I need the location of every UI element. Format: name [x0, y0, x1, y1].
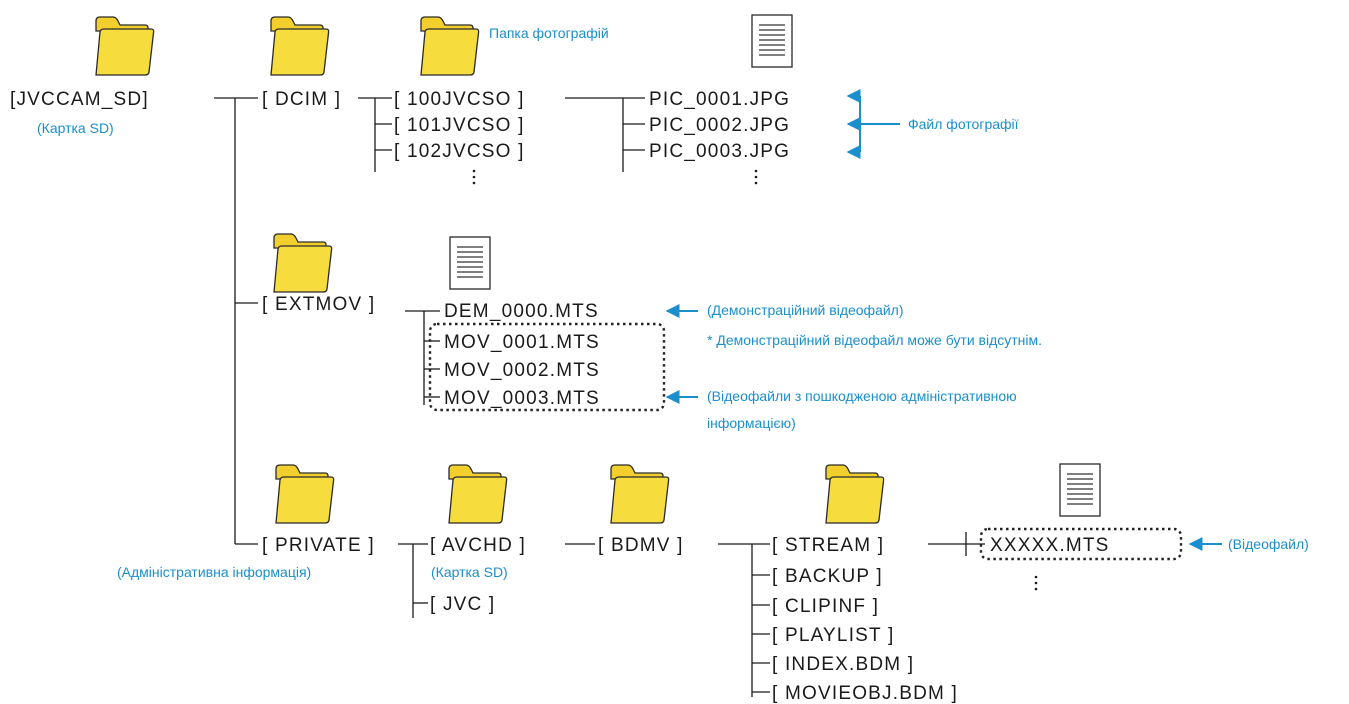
mov-file-3: MOV_0003.MTS — [444, 388, 600, 409]
photo-file-note: Файл фотографії — [908, 116, 1019, 132]
extmov-folder-label: [ EXTMOV ] — [262, 294, 375, 315]
mov-file-1: MOV_0001.MTS — [444, 332, 600, 353]
avchd-folder-note: (Картка SD) — [431, 564, 508, 580]
demo-file-footnote: * Демонстраційний відеофайл може бути ві… — [707, 332, 1042, 348]
dcim-subfolder-1: [ 100JVCSO ] — [394, 89, 525, 110]
avchd-folder-label: [ AVCHD ] — [430, 535, 526, 556]
folder-icon-stream — [825, 464, 885, 524]
bdmv-child-stream: [ STREAM ] — [772, 535, 884, 556]
document-icon-mts — [449, 236, 491, 290]
tree-lines — [214, 97, 985, 697]
mov-file-2: MOV_0002.MTS — [444, 360, 600, 381]
document-icon-stream-file — [1059, 463, 1101, 517]
demo-file-note: (Демонстраційний відеофайл) — [707, 302, 904, 318]
demo-file: DEM_0000.MTS — [444, 301, 599, 322]
corrupted-files-note-line2: інформацією) — [707, 415, 796, 431]
dcim-subfolder-3: [ 102JVCSO ] — [394, 141, 525, 162]
corrupted-files-note-line1: (Відеофайли з пошкодженою адміністративн… — [707, 388, 1017, 404]
folder-icon-bdmv — [610, 464, 670, 524]
folder-icon-photo-folder — [420, 16, 480, 76]
bdmv-child-movieobj: [ MOVIEOBJ.BDM ] — [772, 683, 958, 704]
private-folder-note: (Адміністративна інформація) — [117, 564, 311, 580]
folder-icon-avchd — [448, 464, 508, 524]
bdmv-child-playlist: [ PLAYLIST ] — [772, 625, 894, 646]
bdmv-folder-label: [ BDMV ] — [598, 535, 684, 556]
folder-icon-dcim — [270, 16, 330, 76]
corrupted-files-highlight — [428, 322, 666, 412]
photo-folder-note: Папка фотографій — [489, 25, 609, 41]
bdmv-child-index: [ INDEX.BDM ] — [772, 654, 914, 675]
dcim-folder-label: [ DCIM ] — [262, 89, 341, 110]
annotation-arrows — [665, 89, 1222, 551]
root-folder-label: [JVCCAM_SD] — [10, 89, 149, 110]
bdmv-child-clipinf: [ CLIPINF ] — [772, 596, 879, 617]
root-folder-note: (Картка SD) — [37, 120, 114, 136]
dcim-subfolder-2: [ 101JVCSO ] — [394, 115, 525, 136]
document-icon-jpg — [751, 14, 793, 68]
photo-file-2: PIC_0002.JPG — [649, 115, 790, 136]
jvc-folder-label: [ JVC ] — [430, 594, 495, 615]
stream-file-note: (Відеофайл) — [1228, 536, 1309, 552]
folder-icon-extmov — [273, 233, 333, 293]
stream-file-highlight — [979, 527, 1183, 561]
photo-file-1: PIC_0001.JPG — [649, 89, 790, 110]
private-folder-label: [ PRIVATE ] — [262, 535, 375, 556]
stream-file: XXXXX.MTS — [990, 535, 1110, 556]
more-items-ellipsis — [472, 169, 1038, 591]
bdmv-child-backup: [ BACKUP ] — [772, 566, 883, 587]
folder-icon-private — [275, 464, 335, 524]
folder-icon-root — [95, 16, 155, 76]
photo-file-3: PIC_0003.JPG — [649, 141, 790, 162]
